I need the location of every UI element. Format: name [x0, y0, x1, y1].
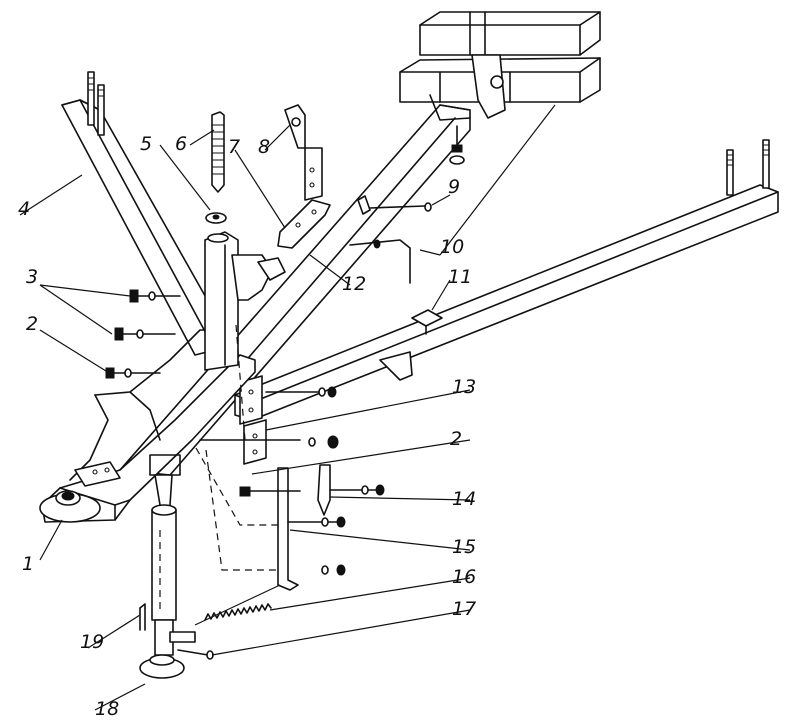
- callout-8: 8: [258, 136, 270, 158]
- plate-bolts: [199, 386, 339, 449]
- callout-19: 19: [80, 631, 104, 653]
- nut-16: [321, 564, 346, 576]
- pin-9: [357, 195, 432, 215]
- callout-2-right: 2: [450, 428, 462, 450]
- leader-lines: [19, 104, 556, 711]
- clip-19: [139, 603, 146, 631]
- callout-9: 9: [448, 176, 460, 198]
- callout-3: 3: [26, 266, 38, 288]
- hitch-eye-1: [39, 490, 101, 523]
- assembly-lines: [159, 324, 280, 610]
- callout-16: 16: [452, 566, 476, 588]
- beam-lower-bracket: [379, 351, 413, 381]
- bolts-3: [114, 289, 181, 341]
- callout-4: 4: [18, 198, 30, 220]
- bolt-2-right: [239, 486, 301, 497]
- mount-plate-13: [239, 375, 267, 465]
- clamp-bracket: [429, 54, 506, 121]
- callout-1: 1: [22, 553, 34, 575]
- callout-18: 18: [95, 698, 119, 720]
- callout-7: 7: [228, 136, 240, 158]
- jack-stand: [149, 454, 181, 656]
- handle-10: [349, 239, 411, 284]
- link-14: [317, 464, 385, 516]
- beam-studs-right: [726, 139, 770, 196]
- beam-bracket-11: [411, 309, 443, 335]
- callouts: 1 2 2 3 4 5 6 7 8 9 10 11 12 13 14 15 16…: [18, 133, 476, 720]
- post-bolt-6: [211, 111, 225, 193]
- bolt-2-left: [105, 367, 161, 379]
- mount-block-upper: [419, 11, 601, 56]
- callout-10: 10: [440, 236, 464, 258]
- bracket-8: [284, 104, 323, 201]
- post-washer-5: [205, 212, 227, 224]
- jack-foot-18: [139, 654, 185, 679]
- plate-7: [277, 199, 331, 249]
- gusset-plate: [231, 254, 286, 301]
- link-15: [277, 467, 346, 591]
- hitch-plate: [74, 461, 121, 487]
- callout-5: 5: [140, 133, 152, 155]
- callout-12: 12: [342, 273, 366, 295]
- pin-17: [169, 631, 214, 660]
- callout-11: 11: [448, 266, 472, 288]
- callout-6: 6: [175, 133, 187, 155]
- center-post: [204, 231, 239, 371]
- spring-16: [194, 584, 281, 626]
- callout-13: 13: [452, 376, 476, 398]
- callout-15: 15: [452, 536, 476, 558]
- callout-2-left: 2: [26, 313, 38, 335]
- clamp-bolt: [449, 125, 465, 165]
- callout-14: 14: [452, 488, 476, 510]
- callout-17: 17: [452, 598, 476, 620]
